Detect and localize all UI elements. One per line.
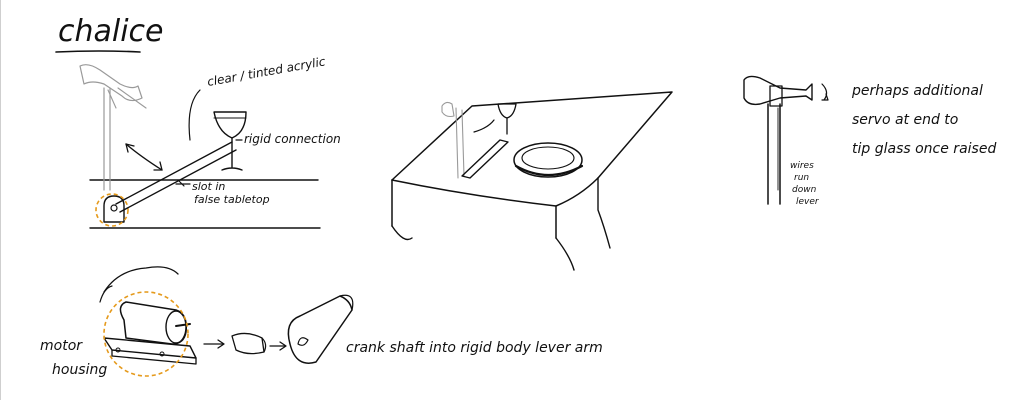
crank-shaft-piece	[231, 332, 265, 355]
lever-arm-hole	[297, 337, 309, 346]
motor-bolt-right	[159, 351, 165, 357]
table-swing-arrow	[473, 119, 495, 133]
pivot-block	[103, 195, 125, 223]
table-ghost-glass	[441, 101, 455, 118]
plate-inner	[521, 146, 575, 170]
pivot-highlight	[95, 193, 129, 227]
motor-diagram: motor housing crank shaft into rigid bod…	[40, 266, 603, 378]
motor-highlight	[103, 291, 189, 377]
servo-glass-tipped	[743, 75, 813, 106]
label-wires-line1: wires	[790, 161, 814, 171]
label-servo-line1: perhaps additional	[851, 83, 983, 99]
arrow-to-shaft	[203, 339, 225, 349]
label-wires-line2: run	[794, 173, 809, 183]
hand-thumb	[99, 285, 113, 303]
lever-arm-cut	[339, 294, 354, 311]
table-top-front-edge	[391, 177, 599, 207]
motor-cylinder	[119, 301, 188, 345]
motor-base-edge	[111, 349, 197, 365]
label-rigid-connection: rigid connection	[244, 132, 341, 146]
tipped-glass-ghost	[79, 64, 143, 102]
wine-glass-stem	[221, 137, 243, 171]
swing-arrow	[125, 143, 163, 171]
servo-motor-block	[769, 85, 783, 107]
ghost-glass-stem	[107, 87, 147, 109]
hand-outline	[103, 266, 179, 293]
label-slot-line1: slot in	[192, 180, 225, 193]
table-diagram	[391, 91, 673, 271]
title-text: chalice	[58, 14, 164, 49]
title-underline	[55, 50, 141, 53]
wine-glass-bowl	[213, 111, 247, 139]
plate-rim-shadow	[514, 164, 584, 176]
label-servo-line2: servo at end to	[852, 112, 958, 128]
label-crank-shaft: crank shaft into rigid body lever arm	[346, 340, 603, 356]
label-slot-line2: false tabletop	[194, 193, 270, 206]
label-wires-line3: down	[792, 185, 817, 195]
acrylic-pointer	[188, 89, 201, 141]
table-raised-lever-ghost	[455, 107, 465, 179]
label-motor: motor	[40, 338, 83, 354]
table-lever-arm	[461, 139, 509, 179]
swing-arrow-heads	[125, 143, 163, 171]
crank-shaft-end	[261, 337, 267, 353]
lever-arm-end	[287, 295, 353, 364]
table-top-back-edges	[391, 91, 673, 181]
label-wires-line4: lever	[796, 197, 820, 207]
raised-lever-ghost	[103, 87, 111, 191]
table-right-side	[597, 177, 611, 249]
table-glass-bowl	[497, 103, 517, 119]
motor-end-cap	[165, 310, 187, 344]
servo-lever-post	[767, 103, 781, 205]
servo-rotation-arrow	[821, 83, 829, 101]
pivot-hole	[110, 204, 118, 212]
plate-outer	[513, 142, 583, 178]
slot-arrow	[175, 179, 191, 187]
arrow-to-lever	[269, 341, 287, 351]
lever-diagram: clear / tinted acrylic rigid connection …	[79, 54, 341, 229]
lever-arm	[115, 141, 237, 213]
table-cloth-bottom	[391, 225, 575, 271]
table-sides	[391, 179, 557, 239]
label-servo-line3: tip glass once raised	[852, 141, 996, 157]
label-acrylic: clear / tinted acrylic	[206, 54, 327, 89]
motor-bolt-left	[115, 347, 121, 353]
servo-diagram: perhaps additional servo at end to tip g…	[743, 75, 996, 207]
title-group: chalice	[55, 14, 164, 53]
label-housing: housing	[52, 362, 107, 378]
